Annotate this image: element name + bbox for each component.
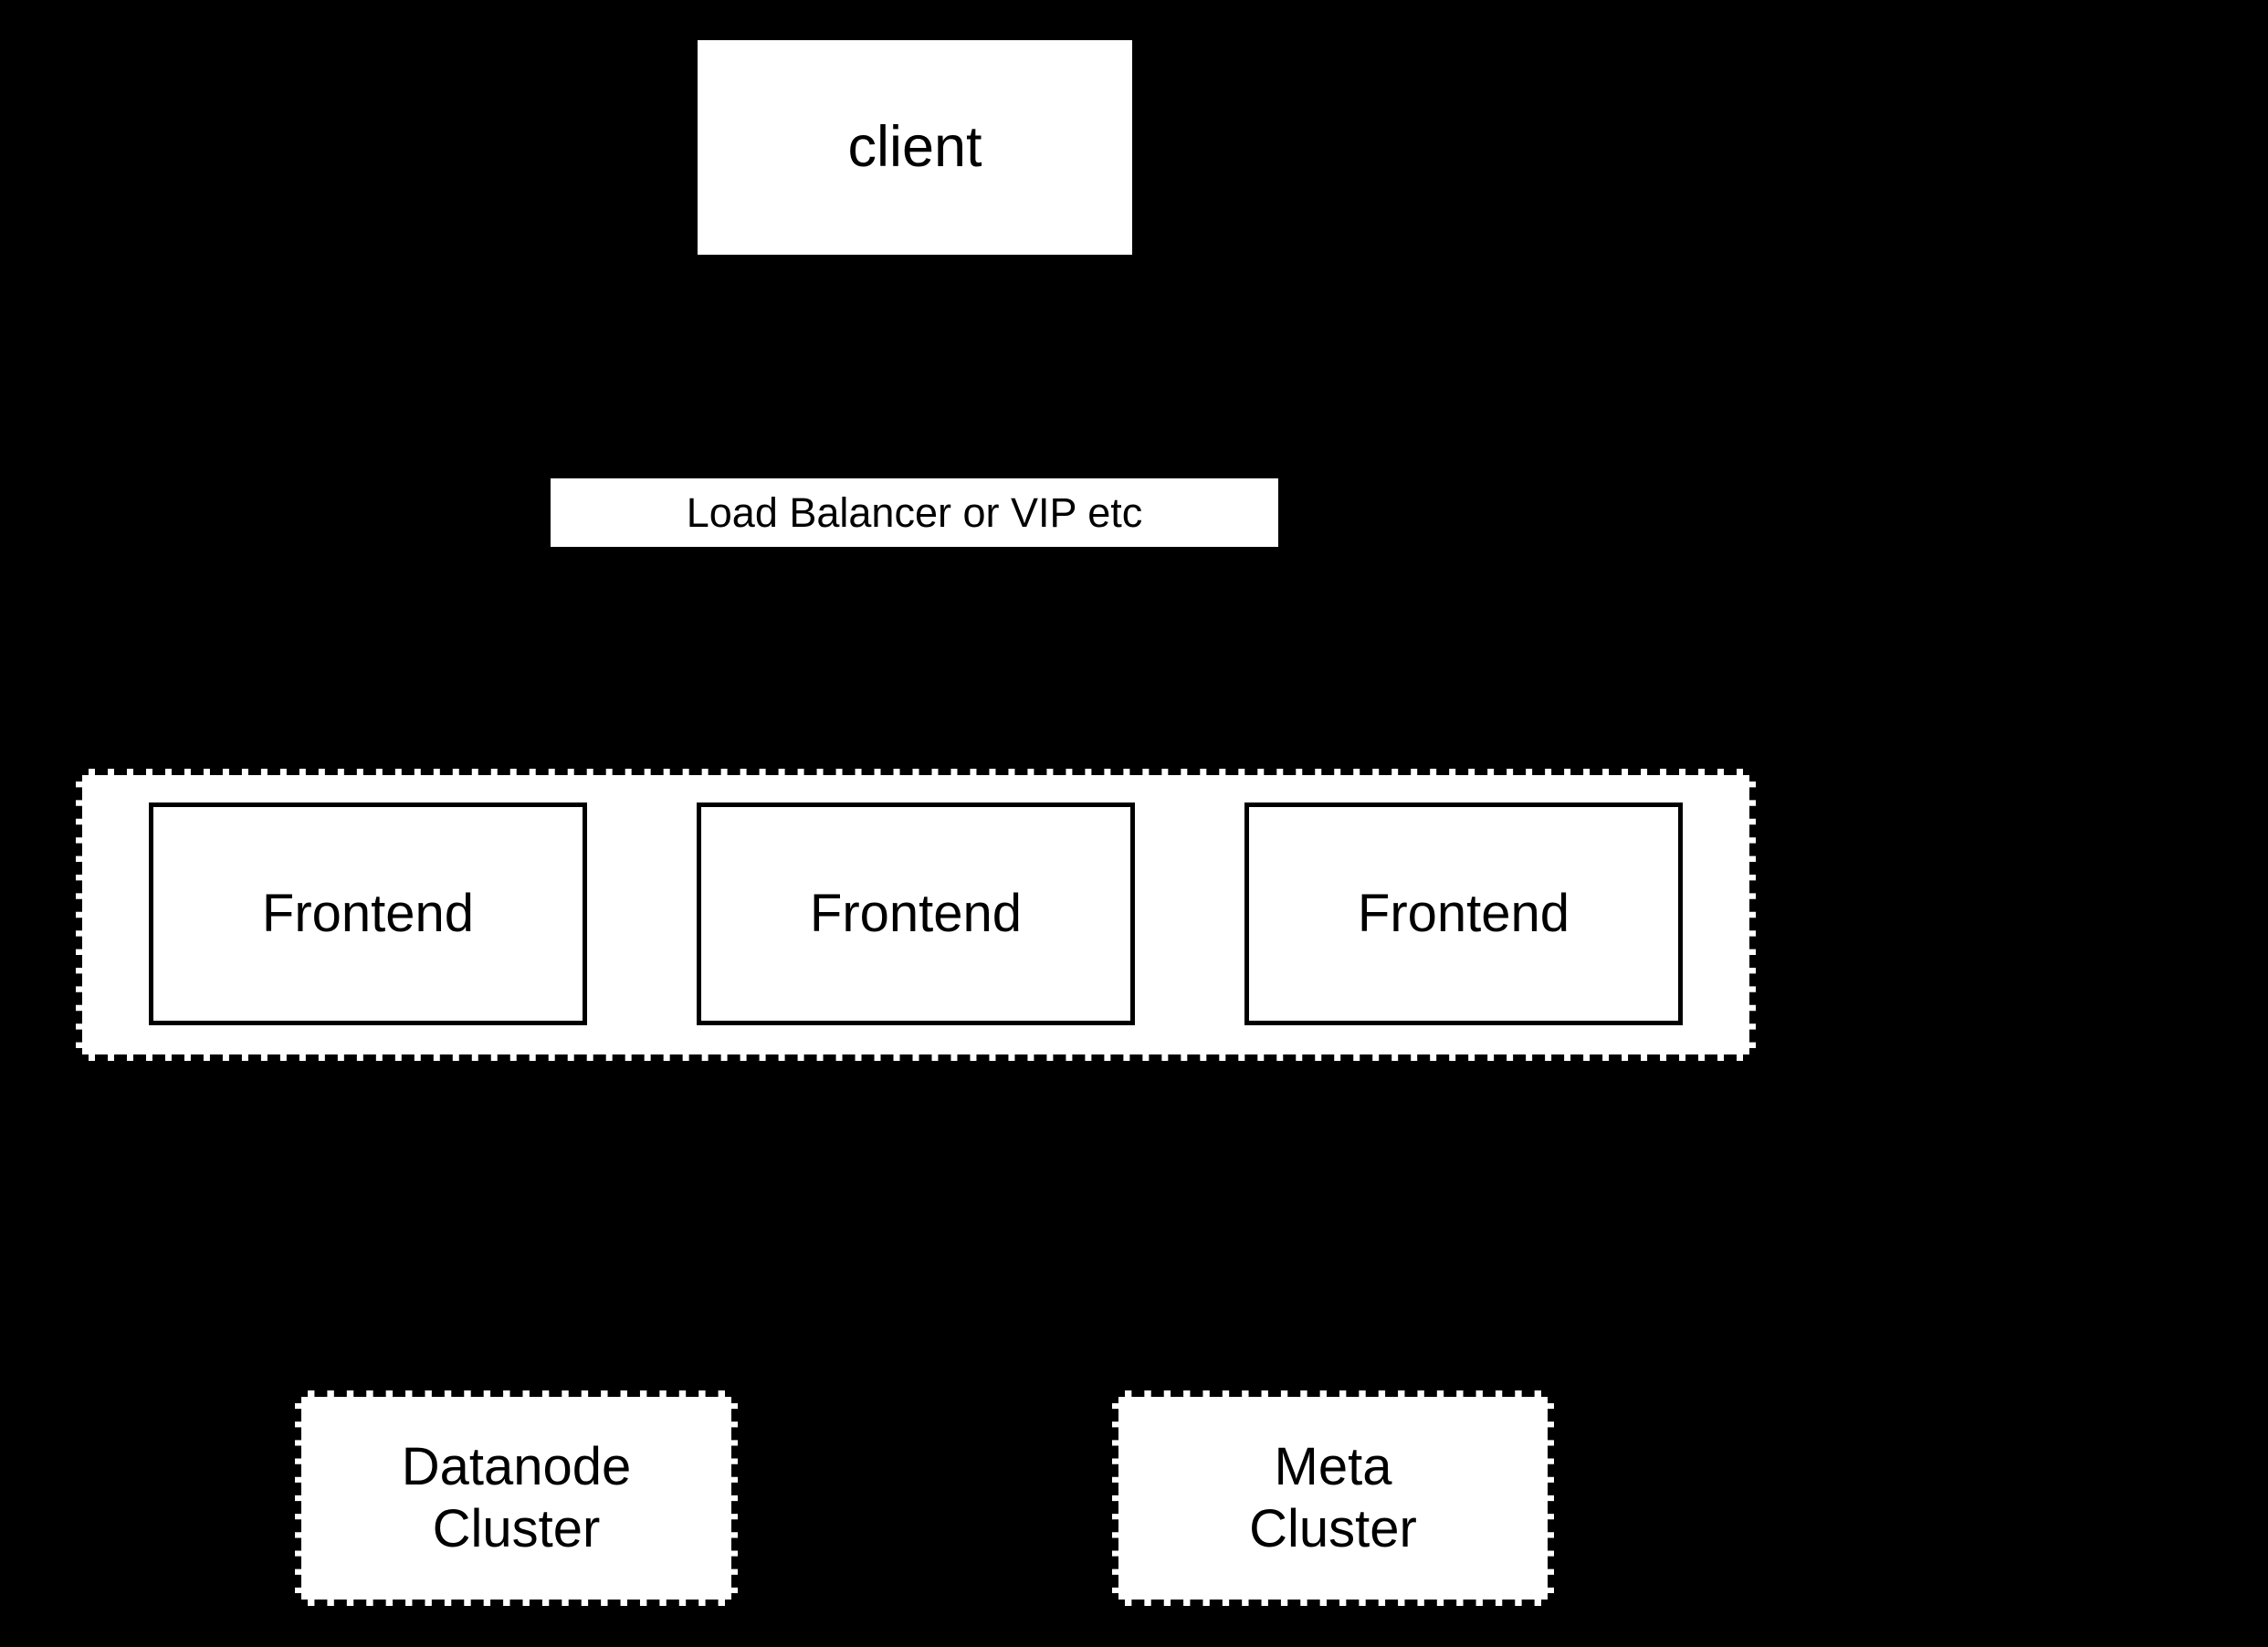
node-frontend-2[interactable]: Frontend	[697, 803, 1135, 1025]
node-frontend-1[interactable]: Frontend	[149, 803, 587, 1025]
node-load-balancer-label: Load Balancer or VIP etc	[686, 488, 1143, 536]
node-frontend-3[interactable]: Frontend	[1244, 803, 1683, 1025]
node-datanode-cluster[interactable]: Datanode Cluster	[295, 1390, 738, 1606]
node-datanode-cluster-label: Datanode Cluster	[401, 1436, 632, 1558]
node-frontend-2-label: Frontend	[809, 883, 1023, 943]
node-meta-cluster[interactable]: Meta Cluster	[1112, 1390, 1554, 1606]
node-client-label: client	[847, 115, 982, 180]
node-meta-cluster-label: Meta Cluster	[1249, 1436, 1417, 1558]
node-frontend-3-label: Frontend	[1357, 883, 1570, 943]
node-client[interactable]: client	[698, 40, 1132, 255]
node-load-balancer[interactable]: Load Balancer or VIP etc	[551, 478, 1278, 547]
node-frontend-1-label: Frontend	[261, 883, 475, 943]
